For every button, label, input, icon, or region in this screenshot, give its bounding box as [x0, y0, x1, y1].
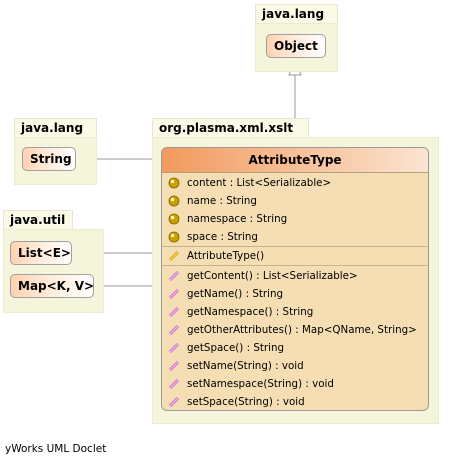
- field-label: space : String: [187, 231, 258, 244]
- method-icon: [168, 379, 180, 390]
- method-icon: [168, 397, 180, 408]
- class-object[interactable]: Object: [266, 34, 326, 58]
- method-label: getOtherAttributes() : Map<QName, String…: [187, 323, 417, 336]
- class-list[interactable]: List<E>: [10, 241, 72, 265]
- field-label: name : String: [187, 195, 257, 208]
- method-row[interactable]: getOtherAttributes() : Map<QName, String…: [162, 321, 428, 339]
- class-name: AttributeType: [162, 148, 428, 173]
- field-icon: [168, 177, 180, 189]
- package-label: java.lang: [14, 118, 97, 137]
- generator-caption: yWorks UML Doclet: [5, 443, 107, 455]
- method-label: getName() : String: [187, 287, 284, 300]
- section-divider: [162, 246, 428, 248]
- method-row[interactable]: getContent() : List<Serializable>: [162, 266, 428, 284]
- constructor-label: AttributeType(): [187, 250, 265, 263]
- method-label: setName(String) : void: [187, 359, 304, 372]
- method-icon: [168, 306, 180, 317]
- field-icon: [168, 195, 180, 207]
- field-icon: [168, 213, 180, 225]
- field-label: namespace : String: [187, 213, 288, 226]
- section-divider: [162, 265, 428, 267]
- method-row[interactable]: setNamespace(String) : void: [162, 375, 428, 393]
- method-label: setSpace(String) : void: [187, 396, 305, 409]
- methods-section: getContent() : List<Serializable> getNam…: [162, 266, 428, 410]
- method-row[interactable]: getName() : String: [162, 285, 428, 303]
- package-label: java.lang: [255, 4, 338, 23]
- field-icon: [168, 231, 180, 243]
- method-row[interactable]: setSpace(String) : void: [162, 393, 428, 410]
- method-label: setNamespace(String) : void: [187, 378, 334, 391]
- method-row[interactable]: getNamespace() : String: [162, 303, 428, 321]
- method-icon: [168, 324, 180, 335]
- field-row[interactable]: content : List<Serializable>: [162, 174, 428, 192]
- constructors-section: AttributeType(): [162, 247, 428, 265]
- field-row[interactable]: namespace : String: [162, 210, 428, 228]
- field-row[interactable]: name : String: [162, 192, 428, 210]
- class-attribute-type[interactable]: AttributeType content : List<Serializabl…: [161, 147, 429, 411]
- method-label: getNamespace() : String: [187, 305, 314, 318]
- method-label: getSpace() : String: [187, 341, 285, 354]
- field-row[interactable]: space : String: [162, 228, 428, 246]
- method-row[interactable]: getSpace() : String: [162, 339, 428, 357]
- method-row[interactable]: setName(String) : void: [162, 357, 428, 375]
- fields-section: content : List<Serializable> name : Stri…: [162, 173, 428, 246]
- class-map[interactable]: Map<K, V>: [10, 274, 94, 298]
- method-icon: [168, 270, 180, 281]
- constructor-icon: [168, 251, 180, 262]
- constructor-row[interactable]: AttributeType(): [162, 247, 428, 265]
- method-icon: [168, 342, 180, 353]
- class-string[interactable]: String: [22, 147, 76, 171]
- method-icon: [168, 360, 180, 372]
- method-icon: [168, 288, 180, 299]
- method-label: getContent() : List<Serializable>: [187, 269, 358, 282]
- package-label: org.plasma.xml.xslt: [152, 118, 309, 137]
- package-label: java.util: [3, 210, 73, 229]
- field-label: content : List<Serializable>: [187, 177, 332, 190]
